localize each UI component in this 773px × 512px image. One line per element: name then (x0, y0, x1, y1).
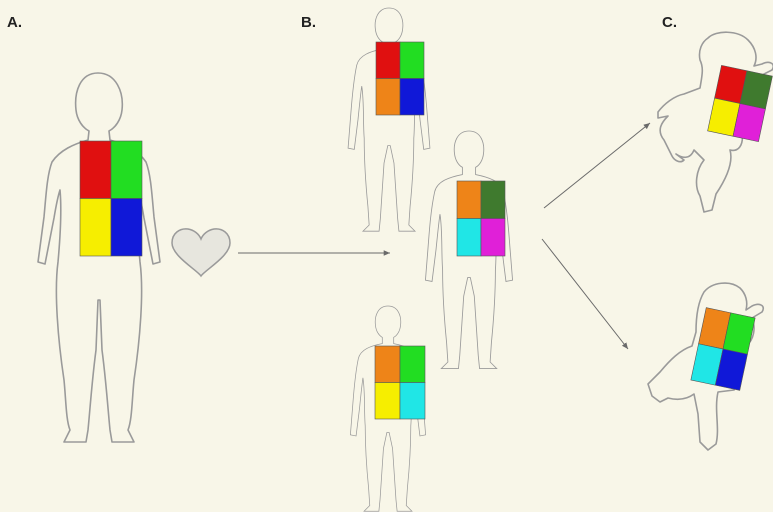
donor-cell-cyan (400, 383, 425, 420)
mother-cell-yellow (80, 199, 111, 257)
panel-label-a: A. (7, 14, 22, 31)
arrow-to-child-bottom (542, 239, 628, 349)
donor-cell-grid (375, 346, 425, 419)
father-cell-red (376, 42, 400, 79)
donor-cell-yellow (375, 383, 400, 420)
father-cell-green (400, 42, 424, 79)
child-top-cell-grid (708, 65, 773, 141)
mother-cell-red (80, 141, 111, 199)
adult-male-figure-top (348, 8, 430, 231)
heart-icon (172, 229, 230, 276)
adult-female-figure (38, 73, 160, 442)
partner-cell-cyan (457, 219, 481, 257)
father-cell-blue (400, 79, 424, 116)
mother-cell-green (111, 141, 142, 199)
partner-cell-magenta (481, 219, 505, 257)
father-cell-grid (376, 42, 424, 115)
donor-cell-orange (375, 346, 400, 383)
donor-cell-green (400, 346, 425, 383)
arrow-to-child-top (544, 123, 650, 208)
child-bottom-cell-grid (691, 308, 755, 391)
mother-cell-grid (80, 141, 142, 256)
partner-cell-orange (457, 181, 481, 219)
mother-cell-blue (111, 199, 142, 257)
father-cell-orange (376, 79, 400, 116)
partner-cell-grid (457, 181, 505, 256)
panel-label-b: B. (301, 14, 316, 31)
partner-cell-dark_green (481, 181, 505, 219)
panel-label-c: C. (662, 14, 677, 31)
